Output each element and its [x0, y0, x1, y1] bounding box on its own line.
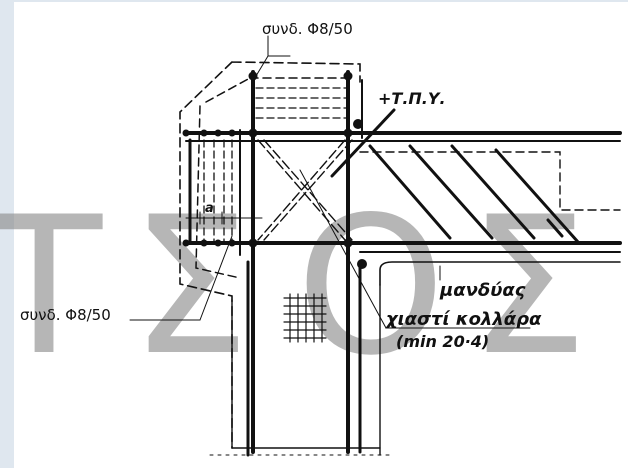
- watermark-letter-4: Σ: [468, 176, 588, 397]
- label-dim-a: a: [205, 201, 214, 216]
- label-collar: χιαστί κολλάρα: [385, 309, 542, 330]
- beam-jacket-dashed: [359, 151, 621, 211]
- label-stirrups-top: συνδ. Φ8/50: [262, 20, 353, 38]
- jacket-outline-dashed: [179, 61, 361, 449]
- collar-diag-2: [257, 139, 346, 241]
- label-tpy: +Τ.Π.Υ.: [378, 89, 446, 108]
- label-collar-min: (min 20·4): [396, 332, 489, 351]
- collar-diag-2b: [263, 139, 353, 241]
- drawing-sheet: [14, 2, 628, 468]
- inner-jacket-dashed: [195, 77, 349, 279]
- label-stirrups-left: συνδ. Φ8/50: [20, 306, 111, 324]
- label-mandyas: μανδύας: [439, 280, 526, 301]
- watermark: Τ Σ Ο Σ: [0, 176, 588, 397]
- column-mesh: [283, 293, 327, 343]
- watermark-letter-1: Τ: [0, 176, 103, 397]
- drawing-lines: [129, 35, 622, 457]
- beam-stirrup-1: [368, 144, 452, 240]
- beam-stirrup-4: [494, 148, 580, 244]
- leader-stirrups-top-c: [255, 55, 269, 77]
- beam-jacket-edge: [379, 261, 621, 286]
- beam-stirrup-5: [546, 218, 564, 238]
- watermark-letter-3: Ο: [296, 176, 446, 397]
- tpy-level-line: [330, 108, 396, 178]
- beam-stirrup-3: [450, 144, 536, 240]
- bar-section-dots: [182, 71, 367, 269]
- leader-stirrups-left-b: [199, 235, 233, 321]
- leader-collar-a: [299, 169, 387, 329]
- beam-stirrup-2: [408, 144, 494, 240]
